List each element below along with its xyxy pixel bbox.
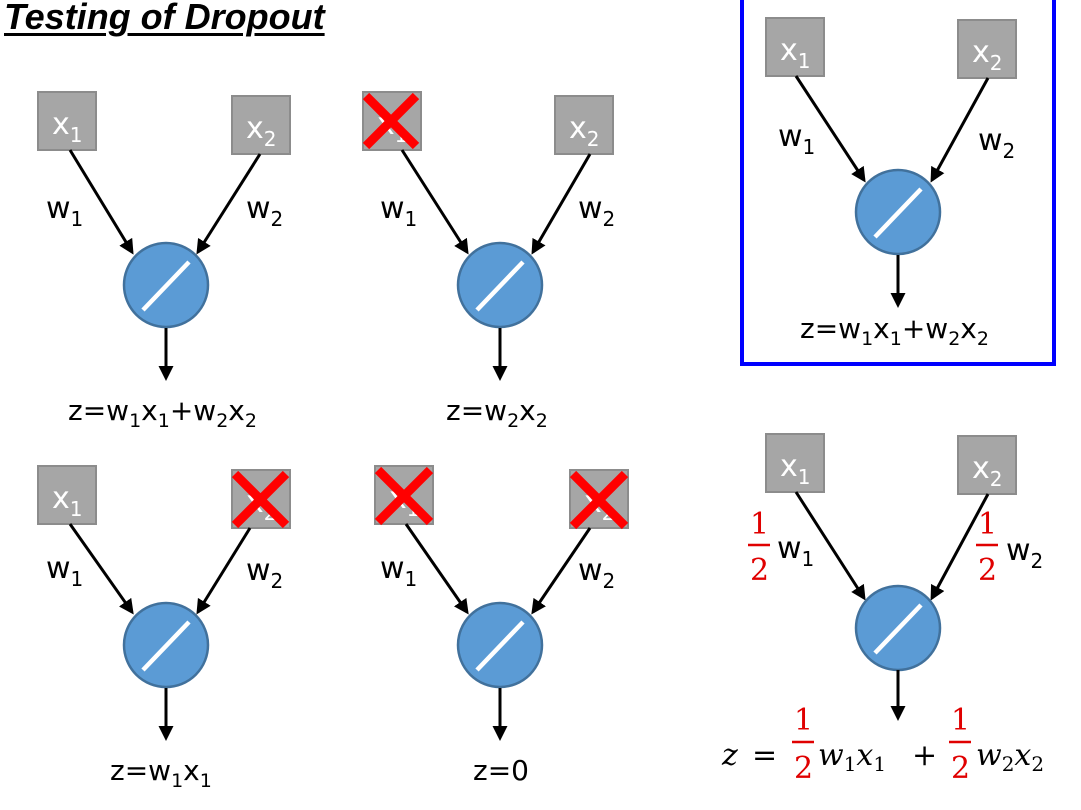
formula-plus: + — [912, 738, 937, 773]
input-x2-label: x2 — [246, 111, 277, 151]
input-x1-box — [37, 465, 97, 525]
output-formula: z=w1x1 — [110, 754, 212, 792]
half-fraction-denominator: 2 — [794, 751, 813, 786]
output-formula: z = 1 2 w1x1 + 1 2 w2x2 — [721, 703, 1044, 786]
edge-w1-arrow — [68, 523, 134, 615]
input-x2-box — [957, 19, 1017, 79]
formula-equals: = — [752, 738, 777, 773]
input-x1-label: x1 — [52, 481, 83, 521]
red-x-cross-icon — [231, 470, 290, 529]
red-x-cross-icon — [374, 466, 434, 526]
half-fraction-numerator: 1 — [978, 507, 997, 542]
activation-slash — [475, 620, 525, 672]
input-x2-box — [554, 95, 614, 155]
output-formula: z=w1x1+w2x2 — [800, 312, 989, 350]
input-x2-label: x2 — [972, 451, 1003, 491]
formula-z: z — [721, 738, 738, 773]
activation-slash — [475, 260, 525, 312]
activation-slash — [141, 620, 191, 672]
edge-w2-arrow — [531, 153, 592, 255]
formula-term-2: w2x2 — [976, 738, 1044, 776]
weight-w2-label: w2 — [1006, 533, 1043, 573]
red-x-cross-icon — [362, 92, 420, 150]
weight-w1-label: w1 — [778, 119, 815, 159]
edge-w2-arrow — [196, 153, 262, 255]
weight-w1-label: w1 — [46, 191, 83, 231]
weight-w2-label: w2 — [246, 553, 283, 593]
half-fraction-denominator: 2 — [750, 553, 769, 588]
output-formula: z=0 — [473, 754, 529, 787]
page-title: Testing of Dropout — [4, 0, 325, 37]
input-x2-label: x2 — [569, 111, 600, 151]
half-fraction-numerator: 1 — [750, 507, 769, 542]
neuron-diagram-drop-x1: x1 x2 w1 w2 z=w2x2 — [362, 91, 615, 432]
reference-neuron-frame: x1 x2 w1 w2 z=w1x1+w2x2 — [740, 0, 1056, 366]
half-fraction-denominator: 2 — [951, 751, 970, 786]
input-x1-box — [765, 17, 825, 77]
half-fraction-denominator: 2 — [978, 553, 997, 588]
activation-slash — [873, 603, 923, 655]
input-x1-label: x1 — [780, 449, 811, 489]
neuron-diagram-drop-both: x1 x2 w1 w2 z=0 — [374, 465, 629, 787]
edge-w2-arrow — [930, 77, 990, 183]
weight-w1-label: w1 — [380, 551, 417, 591]
highlight-frame — [740, 0, 1056, 366]
edge-w1-arrow — [794, 491, 866, 601]
input-x1-label: x1 — [780, 33, 811, 73]
edge-w1-arrow — [400, 149, 469, 255]
neuron-diagram-test-scaled: x1 x2 1 2 w1 1 2 w2 z = 1 2 w1x1 + 1 2 — [721, 433, 1044, 786]
activation-slash — [873, 187, 923, 239]
weight-w2-label: w2 — [246, 191, 283, 231]
input-x1-label: x1 — [52, 107, 83, 147]
neuron-diagram-full: x1 x2 w1 w2 z=w1x1+w2x2 — [37, 91, 291, 432]
weight-w2-label: w2 — [578, 553, 615, 593]
edge-w1-arrow — [404, 523, 469, 615]
edge-w2-arrow — [930, 493, 990, 601]
output-formula: z=w2x2 — [446, 394, 548, 432]
edge-w2-arrow — [196, 527, 252, 615]
input-x2-label: x2 — [972, 35, 1003, 75]
half-fraction-numerator: 1 — [951, 703, 970, 738]
weight-w1-label: w1 — [380, 191, 417, 231]
neuron-diagram-drop-x2: x1 x2 w1 w2 z=w1x1 — [37, 465, 291, 792]
edge-w1-arrow — [68, 149, 134, 255]
half-fraction-numerator: 1 — [794, 703, 813, 738]
weight-w1-label: w1 — [777, 531, 814, 571]
input-x2-box — [231, 95, 291, 155]
edge-w2-arrow — [531, 527, 592, 615]
output-formula: z=w1x1+w2x2 — [68, 394, 257, 432]
input-x1-box — [765, 433, 825, 493]
weight-w2-label: w2 — [578, 191, 615, 231]
weight-w2-label: w2 — [978, 123, 1015, 163]
edge-w1-arrow — [794, 75, 866, 183]
red-x-cross-icon — [569, 470, 629, 530]
weight-w1-label: w1 — [46, 551, 83, 591]
input-x1-box — [37, 91, 97, 151]
formula-term-1: w1x1 — [818, 738, 886, 776]
activation-slash — [141, 260, 191, 312]
